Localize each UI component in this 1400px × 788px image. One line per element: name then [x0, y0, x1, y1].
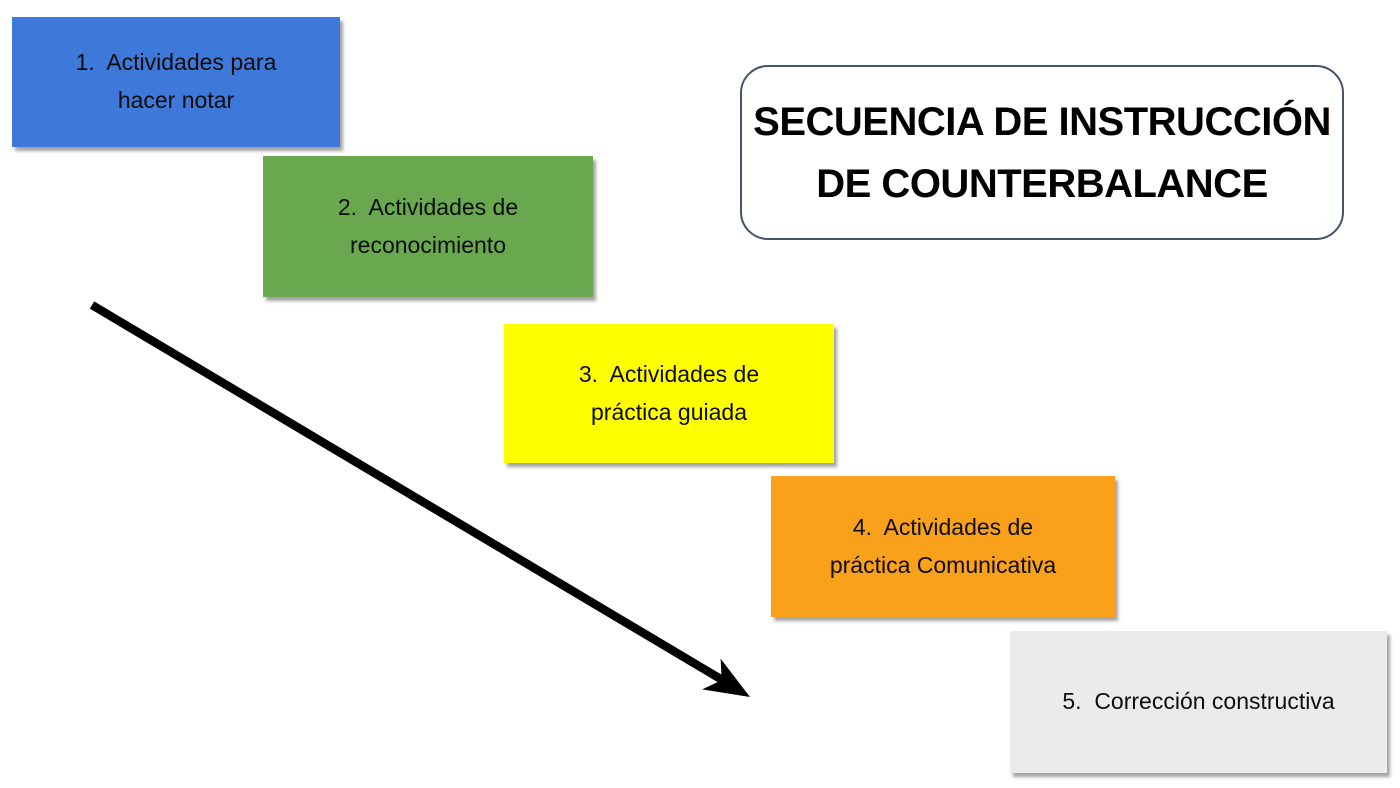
step-3-line-2: práctica guiada [591, 398, 747, 425]
step-box-3: 3. Actividades de práctica guiada [504, 324, 834, 463]
step-1-line-2: hacer notar [117, 87, 235, 113]
step-box-2: 2. Actividades de reconocimiento [263, 156, 593, 297]
step-box-1: 1. Actividades para hacer notar [12, 17, 340, 147]
title-line-2: DE COUNTERBALANCE [816, 161, 1268, 206]
arrow-head [702, 658, 750, 697]
step-box-4: 4. Actividades de práctica Comunicativa [771, 476, 1115, 617]
step-5-line-1: 5. Corrección constructiva [1062, 688, 1335, 715]
step-3-line-1: 3. Actividades de [578, 360, 760, 387]
step-4-line-2: práctica Comunicativa [829, 551, 1057, 578]
step-1-line-1: 1. Actividades para [75, 49, 277, 76]
step-4-line-1: 4. Actividades de [852, 513, 1034, 540]
step-box-5: 5. Corrección constructiva [1010, 631, 1387, 773]
step-2-line-2: reconocimiento [350, 231, 506, 258]
title-line-1: SECUENCIA DE INSTRUCCIÓN [753, 99, 1331, 144]
step-2-line-1: 2. Actividades de [337, 193, 519, 220]
title-box: SECUENCIA DE INSTRUCCIÓN DE COUNTERBALAN… [740, 65, 1344, 240]
